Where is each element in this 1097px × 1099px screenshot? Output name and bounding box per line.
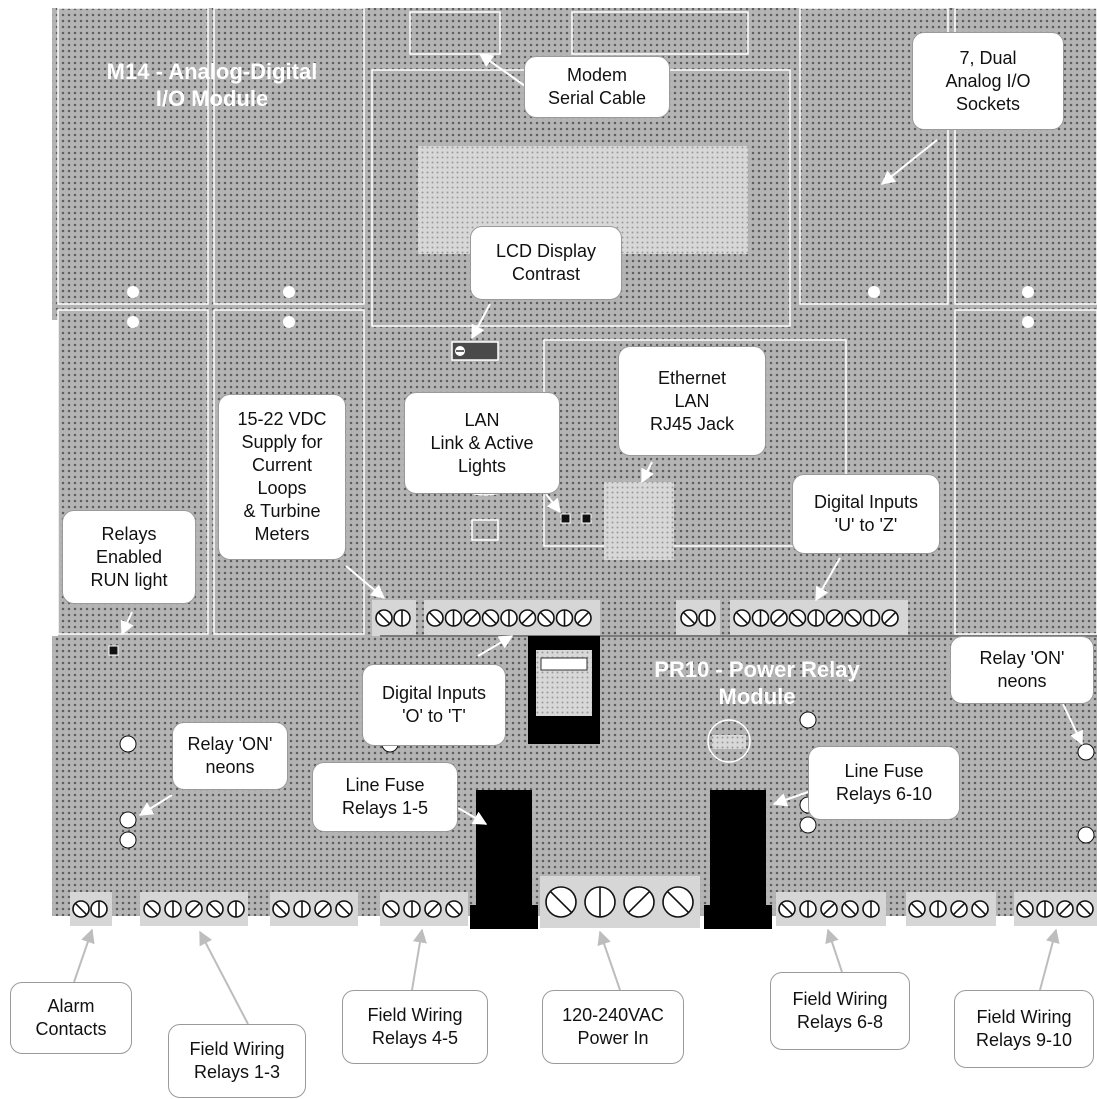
analog-socket-dots xyxy=(127,286,1034,328)
vdc-supply-callout: 15-22 VDC Supply for Current Loops & Tur… xyxy=(218,394,346,560)
relay-on-neons-left-callout: Relay 'ON' neons xyxy=(172,722,288,790)
board-arrows xyxy=(120,53,1083,825)
relays-enabled-callout: Relays Enabled RUN light xyxy=(62,510,196,604)
line-fuse-6-10-callout: Line Fuse Relays 6-10 xyxy=(808,746,960,820)
line-fuse-6-10 xyxy=(710,790,766,912)
lan-link-light xyxy=(560,513,571,524)
line-fuse-1-5 xyxy=(476,790,532,912)
m14-terminals xyxy=(372,600,908,636)
run-light xyxy=(108,645,119,656)
analog-io-sockets-callout: 7, Dual Analog I/O Sockets xyxy=(912,32,1064,130)
external-arrows xyxy=(73,928,1060,1025)
digital-inputs-uz-callout: Digital Inputs 'U' to 'Z' xyxy=(792,474,940,554)
modem-serial-cable-callout: Modem Serial Cable xyxy=(524,56,670,118)
digital-inputs-ot-callout: Digital Inputs 'O' to 'T' xyxy=(362,664,506,746)
lcd-contrast-callout: LCD Display Contrast xyxy=(470,226,622,300)
relay-on-neons-right-callout: Relay 'ON' neons xyxy=(950,636,1094,704)
line-fuse-1-5-callout: Line Fuse Relays 1-5 xyxy=(312,762,458,832)
lan-lights-callout: LAN Link & Active Lights xyxy=(404,392,560,494)
m14-title: M14 - Analog-Digital I/O Module xyxy=(106,59,318,111)
pr10-terminals xyxy=(70,876,1097,928)
ethernet-jack-callout: Ethernet LAN RJ45 Jack xyxy=(618,346,766,456)
pr10-title: PR10 - Power Relay Module xyxy=(654,657,860,709)
lan-active-light xyxy=(581,513,592,524)
alarm-contacts-callout: Alarm Contacts xyxy=(10,982,132,1054)
field-wiring-4-5-callout: Field Wiring Relays 4-5 xyxy=(342,990,488,1064)
rj45-jack xyxy=(604,482,674,560)
lcd-contrast-pot xyxy=(451,341,499,361)
power-in-callout: 120-240VAC Power In xyxy=(542,990,684,1064)
field-wiring-9-10-callout: Field Wiring Relays 9-10 xyxy=(954,990,1094,1068)
field-wiring-1-3-callout: Field Wiring Relays 1-3 xyxy=(168,1024,306,1098)
field-wiring-6-8-callout: Field Wiring Relays 6-8 xyxy=(770,972,910,1050)
